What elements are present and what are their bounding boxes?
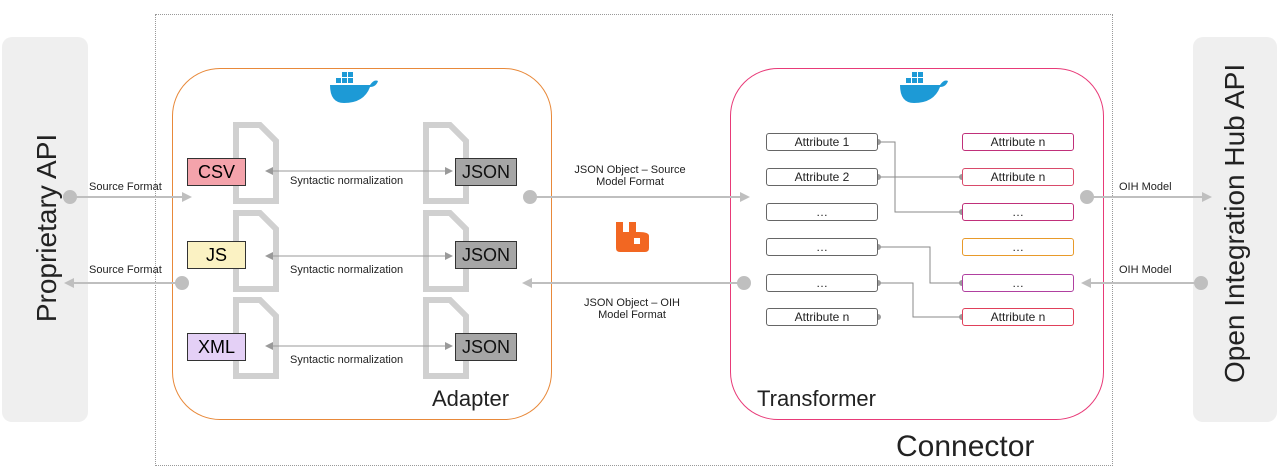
source-format-out-label: Source Format (89, 264, 162, 276)
json-source-line1: JSON Object – Source (574, 164, 686, 176)
source-attribute: Attribute 2 (766, 168, 878, 186)
target-attribute: Attribute n (962, 308, 1074, 326)
target-attribute: … (962, 238, 1074, 256)
xml-format-box: XML (187, 333, 246, 361)
source-attribute: Attribute n (766, 308, 878, 326)
normalization-label: Syntactic normalization (290, 175, 404, 187)
oih-model-out-label: OIH Model (1119, 181, 1172, 193)
docker-icon (330, 72, 378, 103)
docker-icon (900, 72, 948, 103)
source-attribute: Attribute 1 (766, 133, 878, 151)
target-attribute: … (962, 274, 1074, 292)
json-oih-line2: Model Format (598, 309, 666, 321)
json-output-box: JSON (455, 333, 517, 361)
target-attribute: Attribute n (962, 168, 1074, 186)
target-attribute: … (962, 203, 1074, 221)
connector-box (155, 14, 1113, 466)
json-oih-label: JSON Object – OIH Model Format (562, 297, 702, 321)
document-icons (233, 122, 469, 379)
source-attribute: … (766, 203, 878, 221)
json-source-line2: Model Format (596, 176, 664, 188)
rabbitmq-icon (616, 222, 649, 252)
normalization-label: Syntactic normalization (290, 354, 404, 366)
json-source-label: JSON Object – Source Model Format (560, 164, 700, 188)
normalization-label: Syntactic normalization (290, 264, 404, 276)
js-format-box: JS (187, 241, 246, 269)
transformer-label: Transformer (757, 386, 876, 411)
target-attribute: Attribute n (962, 133, 1074, 151)
json-oih-line1: JSON Object – OIH (584, 297, 680, 309)
json-output-box: JSON (455, 158, 517, 186)
connector-label: Connector (896, 430, 1035, 463)
adapter-label: Adapter (432, 386, 510, 411)
source-attribute: … (766, 238, 878, 256)
source-format-in-label: Source Format (89, 181, 162, 193)
csv-format-box: CSV (187, 158, 246, 186)
proprietary-api-panel (2, 37, 88, 422)
oih-api-panel (1193, 37, 1277, 422)
adapter-container (172, 68, 552, 420)
oih-model-in-label: OIH Model (1119, 264, 1172, 276)
source-attribute: … (766, 274, 878, 292)
json-output-box: JSON (455, 241, 517, 269)
transformer-container (730, 68, 1104, 420)
